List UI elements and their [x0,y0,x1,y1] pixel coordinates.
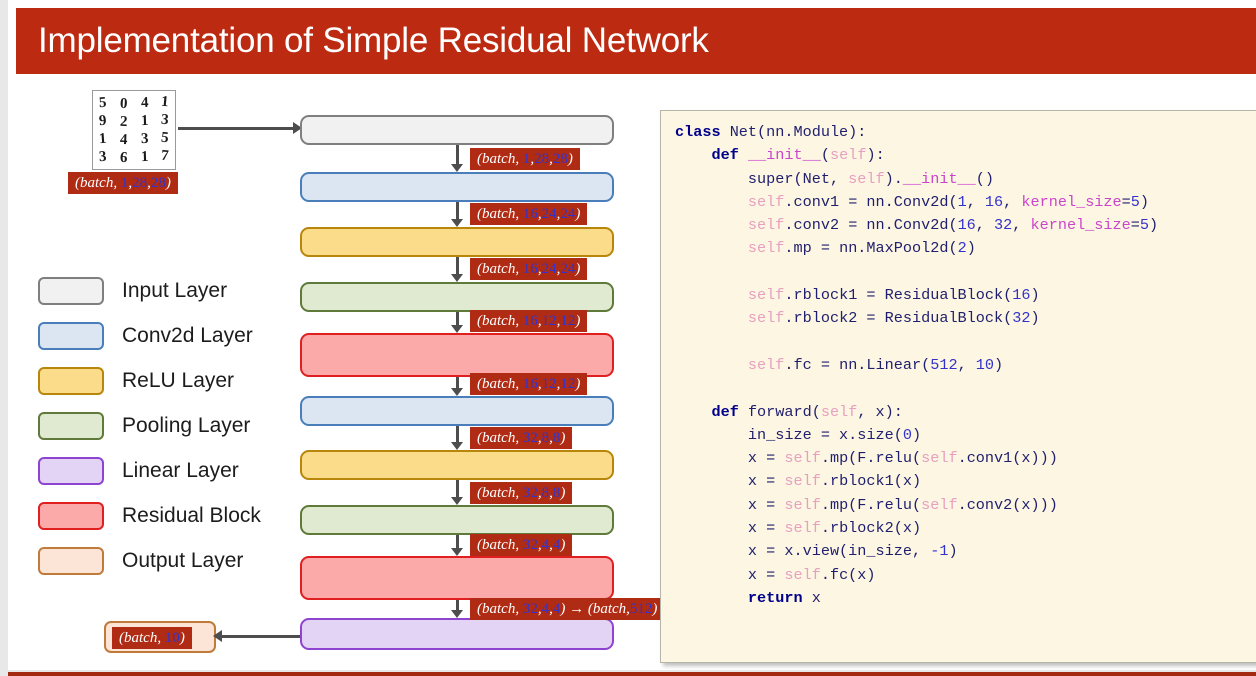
flow-arrow-line [456,535,459,549]
flow-pooling-layer-1 [300,282,614,312]
legend-item: Residual Block [38,493,261,538]
legend-label: ReLU Layer [122,368,235,392]
network-flow-diagram: (batch, 1,28,28) (batch, 16,24,24) (batch,… [8,0,668,676]
legend-swatch [38,321,104,350]
output-arrow-line [222,635,300,638]
tensor-shape-badge: (batch, 32,4,4) → (batch,512) [470,598,665,620]
flow-arrow-line [456,202,459,220]
tensor-shape-badge: (batch, 32,8,8) [470,427,573,449]
flow-arrow-head [451,274,463,282]
legend-label: Output Layer [122,548,244,572]
legend-label: Input Layer [122,278,228,302]
flow-arrow-head [451,164,463,172]
legend-label: Pooling Layer [122,413,251,437]
flow-arrow-line [456,600,459,611]
legend-item: Input Layer [38,268,261,313]
legend-swatch [38,411,104,440]
legend-item: ReLU Layer [38,358,261,403]
flow-conv2d-layer-2 [300,396,614,426]
output-arrow-head [213,630,222,642]
output-layer-box: (batch, 10) [104,621,216,653]
tensor-shape-badge: (batch, 16,12,12) [470,373,588,395]
flow-arrow-head [451,610,463,618]
flow-input-layer [300,115,614,145]
flow-relu-layer-2 [300,450,614,480]
input-arrow-line [178,127,298,130]
flow-linear-layer [300,618,614,650]
flow-arrow-line [456,377,459,389]
flow-residual-block-2 [300,556,614,600]
flow-pooling-layer-2 [300,505,614,535]
legend-label: Residual Block [122,503,261,527]
flow-arrow-head [451,388,463,396]
legend-item: Conv2d Layer [38,313,261,358]
footer-divider [8,670,1256,672]
legend-item: Pooling Layer [38,403,261,448]
output-shape-badge: (batch, 10) [112,627,192,649]
footer-accent-bar [8,672,1256,676]
flow-arrow-line [456,426,459,443]
flow-relu-layer-1 [300,227,614,257]
legend-swatch [38,366,104,395]
flow-conv2d-layer-1 [300,172,614,202]
legend-swatch [38,501,104,530]
tensor-shape-badge: (batch, 32,4,4) [470,534,573,556]
python-source-code: class Net(nn.Module): def __init__(self)… [675,123,1159,607]
legend-label: Conv2d Layer [122,323,253,347]
page-title: Implementation of Simple Residual Networ… [38,21,709,60]
flow-residual-block-1 [300,333,614,377]
legend-swatch [38,456,104,485]
flow-arrow-head [451,219,463,227]
tensor-shape-badge: (batch, 16,12,12) [470,310,588,332]
input-shape-badge: (batch, 1,28,28) [68,172,178,194]
flow-arrow-head [451,497,463,505]
tensor-shape-badge: (batch, 16,24,24) [470,203,588,225]
legend-swatch [38,276,104,305]
flow-arrow-head [451,325,463,333]
legend-item: Linear Layer [38,448,261,493]
flow-arrow-line [456,257,459,275]
flow-arrow-line [456,312,459,326]
code-panel: class Net(nn.Module): def __init__(self)… [660,110,1256,663]
tensor-shape-badge: (batch, 1,28,28) [470,148,580,170]
legend-swatch [38,546,104,575]
tensor-shape-badge: (batch, 16,24,24) [470,258,588,280]
tensor-shape-badge: (batch, 32,8,8) [470,482,573,504]
flow-arrow-head [451,442,463,450]
input-arrow-head [293,122,302,134]
slide-title-bar: Implementation of Simple Residual Networ… [16,8,1256,74]
flow-arrow-line [456,480,459,498]
legend-item: Output Layer [38,538,261,583]
flow-arrow-head [451,548,463,556]
legend-label: Linear Layer [122,458,239,482]
flow-arrow-line [456,145,459,165]
